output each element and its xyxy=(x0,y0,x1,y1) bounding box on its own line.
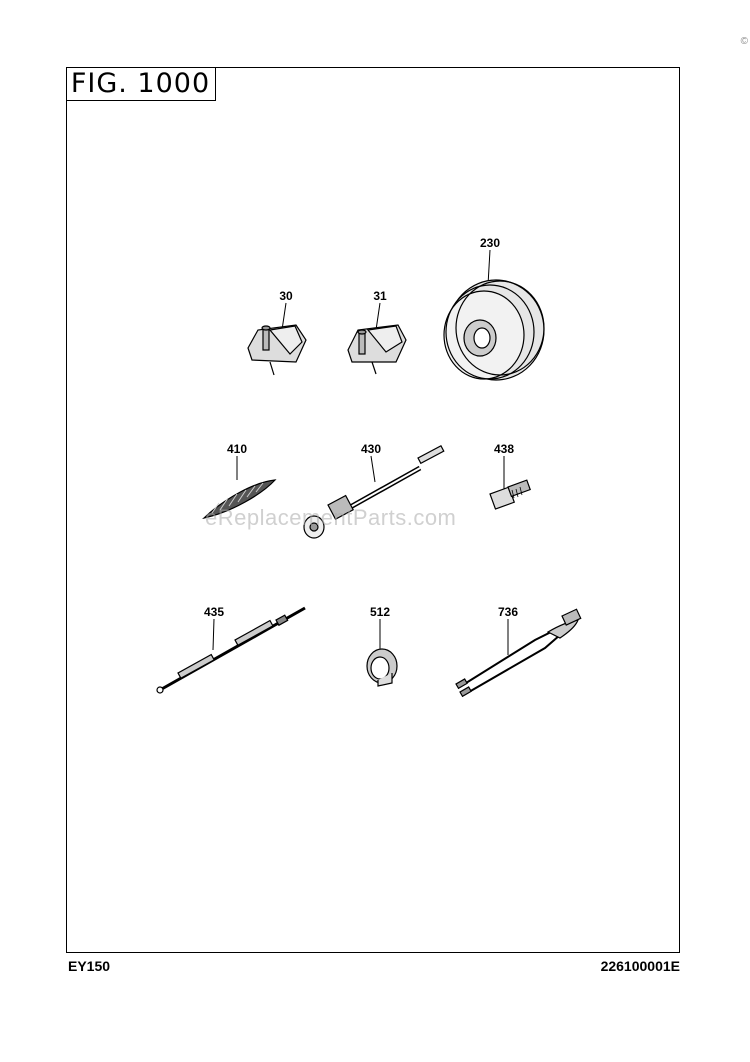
part-230-pulley xyxy=(443,279,545,381)
leader-430 xyxy=(370,455,376,483)
part-435-cable xyxy=(156,606,306,694)
leader-31 xyxy=(375,302,381,331)
leader-435 xyxy=(212,618,215,651)
part-512-grommet xyxy=(366,648,398,687)
footer-model: EY150 xyxy=(68,958,111,974)
part-30-mount xyxy=(247,324,307,376)
part-31-mount xyxy=(347,324,407,375)
part-430-cable xyxy=(303,444,445,539)
diagram-frame xyxy=(66,67,680,953)
figure-title: FIG. 1000 xyxy=(66,67,216,101)
part-label-410: 410 xyxy=(226,442,248,456)
part-label-512: 512 xyxy=(369,605,391,619)
corner-mark: © xyxy=(740,36,748,47)
part-label-31: 31 xyxy=(373,289,387,303)
leader-230 xyxy=(487,249,491,286)
part-label-736: 736 xyxy=(497,605,519,619)
part-736-harness xyxy=(455,608,582,698)
watermark: eReplacementParts.com xyxy=(205,505,457,530)
leader-30 xyxy=(281,302,287,331)
part-label-230: 230 xyxy=(479,236,501,250)
footer-code: 226100001E xyxy=(600,958,680,974)
part-label-30: 30 xyxy=(279,289,293,303)
part-label-438: 438 xyxy=(493,442,515,456)
part-label-435: 435 xyxy=(203,605,225,619)
part-410-spring xyxy=(202,479,277,520)
part-438-bolt xyxy=(489,479,531,510)
part-label-430: 430 xyxy=(360,442,382,456)
